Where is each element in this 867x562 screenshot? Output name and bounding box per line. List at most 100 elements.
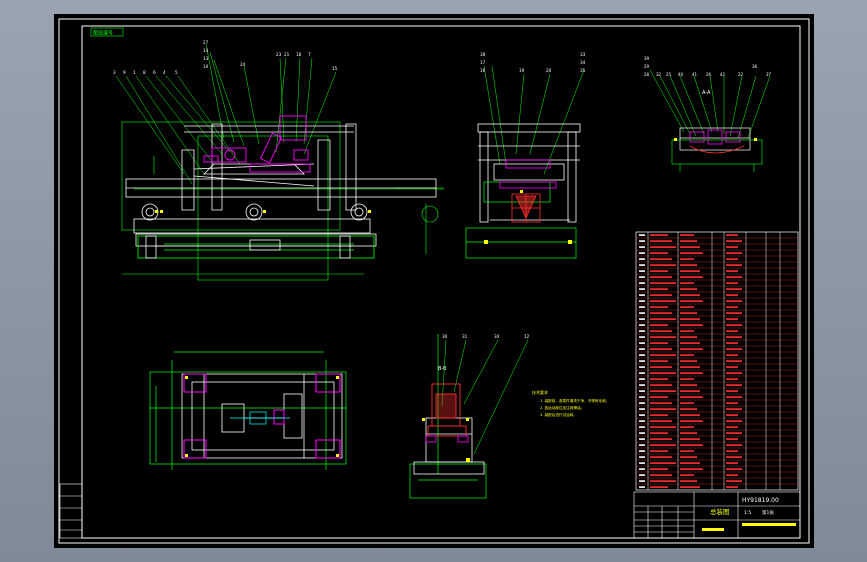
parts-list-code-mark bbox=[650, 468, 668, 470]
parts-list-code-mark bbox=[650, 390, 676, 392]
parts-list-name-mark bbox=[680, 474, 694, 476]
note-3: 3. 装配后进行试运转。 bbox=[540, 412, 577, 417]
parts-list-material-mark bbox=[726, 306, 738, 308]
parts-list-material-mark bbox=[726, 444, 742, 446]
svg-text:41: 41 bbox=[692, 72, 698, 77]
parts-list-code-mark bbox=[650, 372, 676, 374]
parts-list-material-mark bbox=[726, 354, 738, 356]
parts-list-code-mark bbox=[650, 396, 668, 398]
parts-list-index-mark bbox=[639, 324, 645, 326]
parts-list-code-mark bbox=[650, 276, 672, 278]
parts-list-index-mark bbox=[639, 432, 645, 434]
drawing-canvas[interactable]: 图纸编号 bbox=[54, 14, 814, 548]
svg-text:16: 16 bbox=[480, 68, 486, 73]
parts-list-index-mark bbox=[639, 318, 645, 320]
parts-list-code-mark bbox=[650, 474, 672, 476]
parts-list-index-mark bbox=[639, 246, 645, 248]
parts-list-code-mark bbox=[650, 486, 668, 488]
svg-text:38: 38 bbox=[480, 52, 486, 57]
parts-list-material-mark bbox=[726, 384, 742, 386]
parts-list-name-mark bbox=[680, 384, 697, 386]
parts-list-code-mark bbox=[650, 462, 676, 464]
svg-text:15: 15 bbox=[332, 66, 338, 71]
parts-list-material-mark bbox=[726, 240, 742, 242]
parts-list-index-mark bbox=[639, 252, 645, 254]
parts-list-code-mark bbox=[650, 408, 676, 410]
svg-text:18: 18 bbox=[296, 52, 302, 57]
parts-list-code-mark bbox=[650, 366, 672, 368]
parts-list-table[interactable] bbox=[635, 231, 799, 491]
svg-text:32: 32 bbox=[656, 72, 662, 77]
parts-list-material-mark bbox=[726, 294, 738, 296]
title-block-fill bbox=[702, 523, 796, 531]
parts-list-name-mark bbox=[680, 462, 700, 464]
svg-text:图纸编号: 图纸编号 bbox=[93, 30, 113, 37]
parts-list-material-mark bbox=[726, 390, 738, 392]
section-bb-leaders bbox=[441, 339, 529, 455]
svg-text:14: 14 bbox=[203, 48, 209, 53]
parts-list-name-mark bbox=[680, 366, 700, 368]
parts-list-name-mark bbox=[680, 396, 703, 398]
parts-list-name-mark bbox=[680, 318, 700, 320]
parts-list-index-mark bbox=[639, 402, 645, 404]
svg-text:23: 23 bbox=[276, 52, 282, 57]
revision-block bbox=[59, 483, 83, 539]
parts-list-name-mark bbox=[680, 432, 697, 434]
parts-list-index-mark bbox=[639, 348, 645, 350]
svg-text:6: 6 bbox=[153, 70, 156, 75]
parts-list-index-mark bbox=[639, 486, 645, 488]
parts-list-name-mark bbox=[680, 300, 703, 302]
parts-list-name-mark bbox=[680, 312, 697, 314]
parts-list-name-mark bbox=[680, 486, 700, 488]
parts-list-index-mark bbox=[639, 342, 645, 344]
drawing-title: 总装图 bbox=[710, 507, 730, 516]
parts-list-material-mark bbox=[726, 426, 738, 428]
parts-list-name-mark bbox=[680, 324, 703, 326]
parts-list-name-mark bbox=[680, 288, 697, 290]
section-aa-outline bbox=[671, 139, 763, 172]
parts-list-index-mark bbox=[639, 426, 645, 428]
svg-text:5: 5 bbox=[175, 70, 178, 75]
section-aa-body bbox=[679, 127, 751, 151]
parts-list-material-mark bbox=[726, 246, 738, 248]
plan-view[interactable] bbox=[149, 351, 347, 470]
parts-list-index-mark bbox=[639, 372, 645, 374]
svg-text:1: 1 bbox=[133, 70, 136, 75]
svg-text:7: 7 bbox=[308, 52, 311, 57]
parts-list-border bbox=[635, 231, 799, 491]
parts-list-name-mark bbox=[680, 378, 694, 380]
parts-list-name-mark bbox=[680, 468, 703, 470]
parts-list-material-mark bbox=[726, 456, 742, 458]
parts-list-index-mark bbox=[639, 384, 645, 386]
parts-list-name-mark bbox=[680, 342, 700, 344]
drawing-sheet: 图纸编号 bbox=[58, 18, 810, 544]
parts-list-index-mark bbox=[639, 258, 645, 260]
parts-list-material-mark bbox=[726, 252, 742, 254]
parts-list-index-mark bbox=[639, 456, 645, 458]
inner-frame bbox=[81, 25, 801, 539]
parts-list-material-mark bbox=[726, 348, 742, 350]
parts-list-material-mark bbox=[726, 318, 738, 320]
notes-title: 技术要求 bbox=[532, 389, 548, 395]
parts-list-name-mark bbox=[680, 270, 700, 272]
section-bb-markers bbox=[422, 418, 470, 462]
svg-text:20: 20 bbox=[546, 68, 552, 73]
note-1: 1. 装配前，各零件清洗干净，不得有毛刺。 bbox=[540, 398, 609, 403]
parts-list-index-mark bbox=[639, 294, 645, 296]
svg-text:12: 12 bbox=[524, 334, 530, 339]
svg-text:17: 17 bbox=[480, 60, 486, 65]
parts-list-code-mark bbox=[650, 324, 668, 326]
parts-list-material-mark bbox=[726, 438, 738, 440]
note-2: 2. 各运动部位加注润滑油。 bbox=[540, 405, 584, 410]
svg-text:29: 29 bbox=[644, 64, 650, 69]
parts-list-code-mark bbox=[650, 234, 668, 236]
section-aa-ring bbox=[689, 145, 745, 154]
plan-view-markers bbox=[185, 376, 339, 457]
title-block[interactable]: HY91819.00 总装图 1:5 第1张 bbox=[633, 491, 801, 539]
